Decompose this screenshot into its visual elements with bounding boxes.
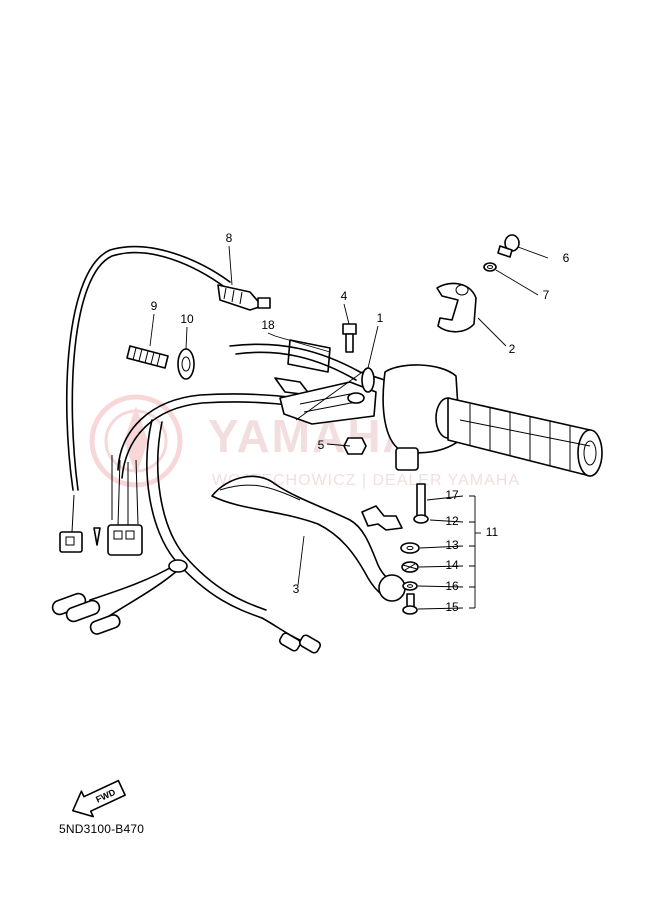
clamp-part-18 — [274, 339, 331, 396]
callout-11: 11 — [486, 525, 499, 539]
spring-washer-part-14 — [401, 561, 419, 573]
callout-17: 17 — [445, 488, 459, 502]
lever-holder — [229, 343, 401, 425]
callout-8: 8 — [226, 231, 233, 245]
callout-10: 10 — [180, 312, 194, 326]
callout-12: 12 — [445, 514, 459, 528]
callout-3: 3 — [293, 582, 300, 596]
lever-part-3 — [211, 475, 406, 602]
switch-part-8 — [217, 284, 271, 311]
callout-5: 5 — [318, 438, 325, 452]
callout-9: 9 — [151, 299, 158, 313]
bolt-part-4 — [342, 323, 357, 353]
washer-part-16 — [402, 581, 418, 591]
fwd-arrow-icon: FWD — [72, 779, 126, 818]
screw-part-6 — [497, 234, 520, 258]
callout-18: 18 — [261, 318, 275, 332]
collar-part-1 — [361, 367, 375, 393]
callout-labels: 8 9 10 18 4 1 6 7 2 5 3 17 12 13 14 16 1… — [151, 231, 570, 614]
lock-nut-part-10 — [177, 348, 195, 380]
nut-part-5 — [343, 437, 367, 455]
callout-7: 7 — [543, 288, 550, 302]
callout-6: 6 — [563, 251, 570, 265]
washer-part-7 — [483, 262, 497, 272]
diagram-part-code: 5ND3100-B470 — [59, 822, 145, 836]
handlebar-switch-grip — [382, 364, 603, 477]
screw-part-17 — [413, 483, 429, 524]
watermark-logo-icon — [89, 394, 183, 488]
callout-13: 13 — [445, 538, 459, 552]
screw-part-15 — [402, 593, 418, 615]
callout-15: 15 — [445, 600, 459, 614]
callout-2: 2 — [509, 342, 516, 356]
callout-leaders — [149, 245, 549, 610]
bullet-connector-icon — [51, 592, 321, 654]
watermark-tagline: WOJTECHOWICZ | DEALER YAMAHA — [212, 472, 520, 489]
lever-switch-part-12 — [361, 505, 403, 531]
callout-4: 4 — [341, 289, 348, 303]
bracket-part-2 — [436, 282, 477, 333]
callout-16: 16 — [445, 579, 459, 593]
multi-pin-connector-icon — [59, 455, 143, 556]
callout-14: 14 — [445, 558, 459, 572]
adjuster-bolt-part-9 — [126, 345, 169, 369]
callout-1: 1 — [377, 311, 384, 325]
washer-part-13 — [400, 542, 420, 554]
